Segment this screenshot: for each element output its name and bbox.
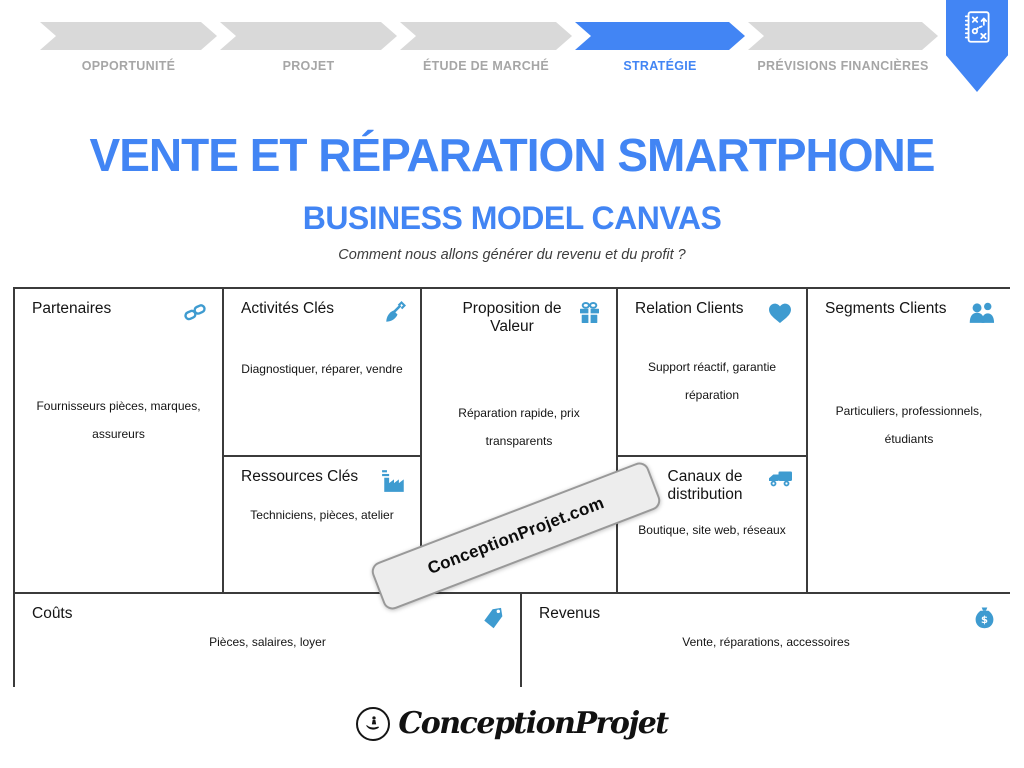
nav-step-label: OPPORTUNITÉ <box>81 59 176 73</box>
cell-title: Proposition de Valeur <box>462 300 562 335</box>
people-icon <box>969 302 995 323</box>
cell-key-resources: Ressources Clés Techniciens, pièces, ate… <box>222 455 420 592</box>
truck-icon <box>769 471 792 487</box>
cell-content: Fournisseurs pièces, marques, assureurs <box>36 399 201 441</box>
price-tag-icon <box>484 607 503 629</box>
cell-title: Activités Clés <box>241 300 335 317</box>
page-title: VENTE ET RÉPARATION SMARTPHONE <box>89 129 936 181</box>
chevron-bar <box>220 22 397 50</box>
brand-logo-circle <box>356 706 391 741</box>
cell-content: Vente, réparations, accessoires <box>682 635 850 649</box>
business-model-canvas: Partenaires Fournisseurs pièces, marques… <box>13 287 1010 687</box>
chevron-bar <box>400 22 572 50</box>
shovel-icon <box>386 301 406 322</box>
strategy-plan-icon <box>964 11 990 43</box>
cell-content: Support réactif, garantie réparation <box>647 360 777 402</box>
nav-step-label: PROJET <box>282 59 335 73</box>
gift-icon <box>580 302 599 323</box>
cell-partners: Partenaires Fournisseurs pièces, marques… <box>13 287 222 592</box>
cell-revenue: Revenus $ Vente, réparations, accessoire… <box>520 592 1010 687</box>
cell-content: Particuliers, professionnels, étudiants <box>835 404 983 446</box>
cell-key-activities: Activités Clés Diagnostiquer, réparer, v… <box>222 287 420 455</box>
strategy-ribbon-badge <box>946 0 1008 92</box>
page-subtitle: BUSINESS MODEL CANVAS <box>302 200 722 236</box>
money-bag-icon: $ <box>975 607 994 629</box>
cell-customer-relations: Relation Clients Support réactif, garant… <box>616 287 806 455</box>
svg-text:$: $ <box>981 615 988 626</box>
nav-step-previsions-financieres[interactable]: PRÉVISIONS FINANCIÈRES <box>748 22 938 73</box>
nav-step-strategie[interactable]: STRATÉGIE <box>575 22 745 73</box>
cell-content: Réparation rapide, prix transparents <box>458 406 580 448</box>
cell-customer-segments: Segments Clients Particuliers, professio… <box>806 287 1010 592</box>
cell-title: Coûts <box>32 605 73 622</box>
chevron-bar <box>748 22 938 50</box>
nav-step-opportunite[interactable]: OPPORTUNITÉ <box>40 22 217 73</box>
cell-content: Techniciens, pièces, atelier <box>250 508 394 522</box>
cell-title: Ressources Clés <box>241 468 359 485</box>
chevron-bar <box>575 22 745 50</box>
cell-title: Relation Clients <box>635 300 744 317</box>
heart-icon <box>769 303 791 323</box>
cell-title: Revenus <box>539 605 601 622</box>
nav-step-etude-de-marche[interactable]: ÉTUDE DE MARCHÉ <box>400 22 572 73</box>
nav-step-projet[interactable]: PROJET <box>220 22 397 73</box>
cell-title: Partenaires <box>32 300 112 317</box>
nav-step-label: STRATÉGIE <box>623 59 697 73</box>
cell-title: Segments Clients <box>825 300 947 317</box>
hand-holding-pawn-icon <box>366 715 380 730</box>
nav-step-label: PRÉVISIONS FINANCIÈRES <box>757 59 929 73</box>
chevron-bar <box>40 22 217 50</box>
cell-content: Pièces, salaires, loyer <box>209 635 326 649</box>
process-nav: OPPORTUNITÉ PROJET ÉTUDE DE MARCHÉ STRAT… <box>40 22 941 73</box>
factory-icon <box>382 470 404 492</box>
cell-value-proposition: Proposition de Valeur Réparation rapide,… <box>420 287 616 592</box>
cell-content: Diagnostiquer, réparer, vendre <box>241 362 403 376</box>
cell-content: Boutique, site web, réseaux <box>638 523 786 537</box>
footer-brand-row: ConceptionProjet <box>0 706 1024 741</box>
brand-name: ConceptionProjet <box>398 706 669 741</box>
cell-title: Canaux de distribution <box>667 468 743 503</box>
nav-step-label: ÉTUDE DE MARCHÉ <box>422 59 550 73</box>
chain-link-icon <box>184 304 206 321</box>
page-tagline: Comment nous allons générer du revenu et… <box>338 247 686 263</box>
cell-costs: Coûts Pièces, salaires, loyer <box>13 592 520 687</box>
